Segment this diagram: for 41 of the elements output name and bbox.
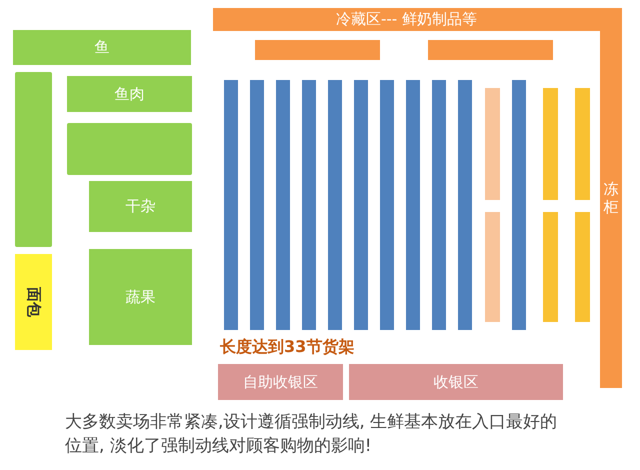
fresh-area xyxy=(89,249,192,345)
checkout-area xyxy=(218,364,343,400)
bakery-area xyxy=(15,254,52,350)
area-label: 冷藏区--- 鲜奶制品等 xyxy=(336,10,477,29)
freezer-band xyxy=(600,8,622,388)
area-label: 鱼 xyxy=(94,38,110,57)
shelf xyxy=(575,212,590,322)
shelf xyxy=(250,80,264,330)
checkout-area xyxy=(349,364,563,400)
area-label: 蔬果 xyxy=(126,288,156,306)
shelf xyxy=(380,80,394,330)
shelf xyxy=(354,80,368,330)
shelf xyxy=(575,88,590,200)
area-label: 冻柜 xyxy=(604,180,618,216)
shelf xyxy=(224,80,238,330)
shelf xyxy=(406,80,420,330)
area-label: 自助收银区 xyxy=(243,372,318,392)
shelf xyxy=(543,88,558,200)
shelf xyxy=(512,80,526,330)
area-label: 收银区 xyxy=(434,372,478,392)
area-label: 面包 xyxy=(24,287,43,317)
shelf xyxy=(302,80,316,330)
caption-text: 大多数卖场非常紧凑,设计遵循强制动线, 生鲜基本放在入口最好的位置, 淡化了强制动线对顾客购物的影响! xyxy=(65,411,558,458)
cold-storage-band xyxy=(213,8,600,31)
shelf xyxy=(485,88,500,200)
area-label: 鱼肉 xyxy=(114,84,144,104)
cold-shelf xyxy=(428,40,553,60)
fresh-area xyxy=(15,72,52,247)
cold-shelf xyxy=(255,40,380,60)
shelf xyxy=(458,80,472,330)
shelf xyxy=(432,80,446,330)
shelf xyxy=(276,80,290,330)
shelf xyxy=(543,212,558,322)
fresh-area xyxy=(13,30,191,65)
fresh-area xyxy=(67,123,192,175)
shelf-length-note: 长度达到33节货架 xyxy=(220,337,354,358)
area-label: 干杂 xyxy=(126,197,156,216)
shelf xyxy=(328,80,342,330)
fresh-area xyxy=(89,181,192,232)
shelf xyxy=(485,212,500,322)
fresh-area xyxy=(67,76,192,112)
